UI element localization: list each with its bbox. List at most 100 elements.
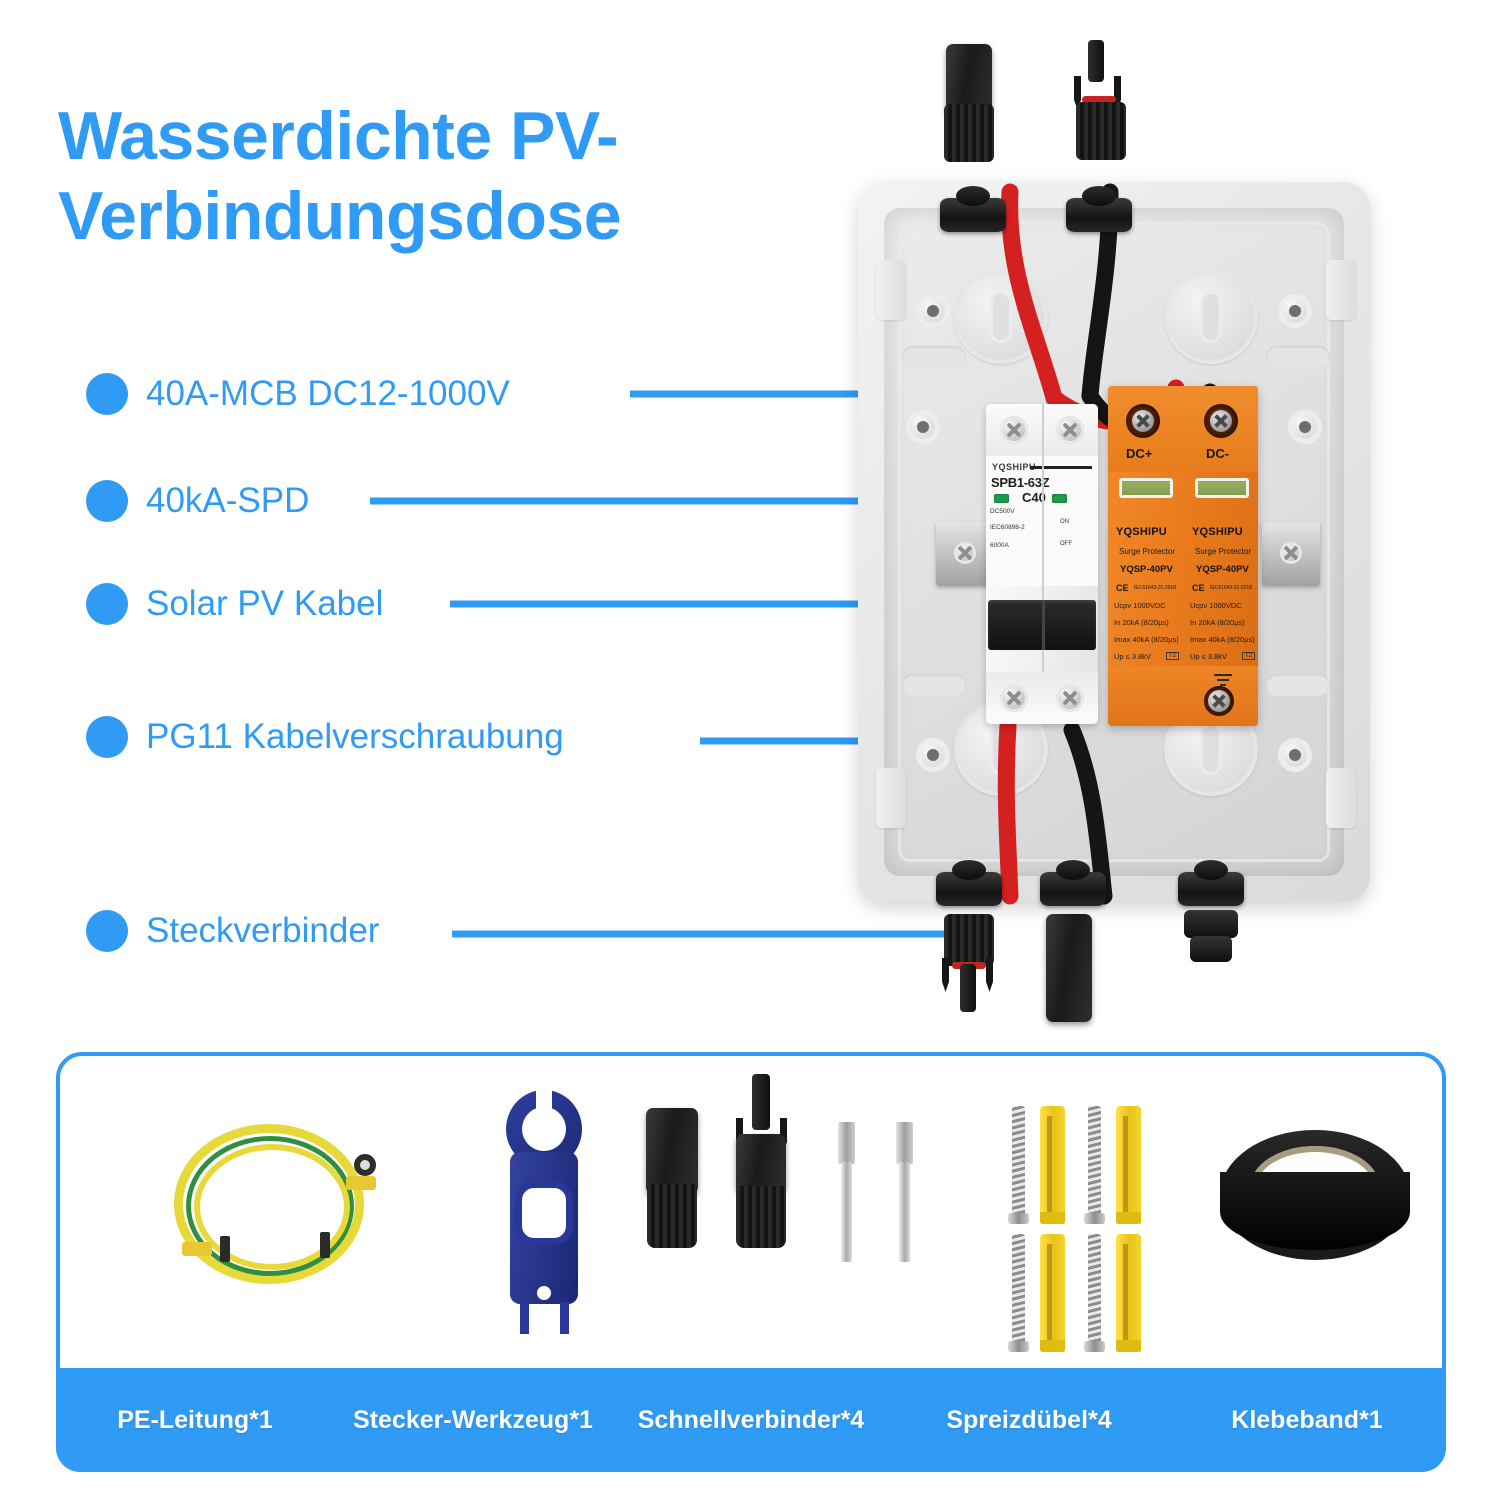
- spd-spec-in: In 20kA (8/20µs): [1114, 618, 1169, 627]
- mcb-circuit-breaker: YQSHIPU SPB1-63Z C40 DC500V IEC60898-2 6…: [986, 404, 1098, 724]
- mounting-boss: [1278, 294, 1312, 328]
- spd-type-label: Surge Protector: [1194, 547, 1252, 556]
- product-photo: YQSHIPU SPB1-63Z C40 DC500V IEC60898-2 6…: [840, 10, 1400, 1050]
- mcb-switch-on-label: ON: [1060, 519, 1069, 525]
- accessory-label-tool: Stecker-Werkzeug*1: [353, 1405, 593, 1434]
- spd-spec-imax: Imax 40kA (8/20µs): [1190, 635, 1255, 644]
- spd-spec-imax: Imax 40kA (8/20µs): [1114, 635, 1179, 644]
- pg11-gland-body: [1190, 936, 1232, 962]
- spd-pole-label-positive: DC+: [1126, 446, 1153, 461]
- spd-type-label: Surge Protector: [1118, 547, 1176, 556]
- page-title: Wasserdichte PV-Verbindungsdose: [58, 98, 622, 255]
- enclosure-slot: [902, 674, 966, 696]
- mounting-boss: [1278, 738, 1312, 772]
- callout-spd: 40kA-SPD: [86, 480, 309, 522]
- spd-brand-label: YQSHIPU: [1116, 526, 1167, 538]
- ring-terminal-icon: [354, 1154, 376, 1176]
- spd-ce-mark: CE: [1192, 583, 1205, 593]
- spd-class-badge: T2: [1166, 652, 1180, 660]
- mounting-boss: [906, 410, 940, 444]
- mcb-switch-off-label: OFF: [1060, 541, 1072, 547]
- mcb-model-label: SPB1-63Z: [991, 475, 1050, 490]
- mcb-terminal-screw: [1000, 684, 1028, 712]
- callout-label: 40A-MCB DC12-1000V: [146, 374, 510, 413]
- spd-standard-label: IEC61643-31:2018: [1210, 585, 1252, 591]
- mcb-spec-standard: IEC60898-2: [990, 524, 1025, 531]
- accessory-label-tape: Klebeband*1: [1231, 1405, 1383, 1434]
- callout-label: 40kA-SPD: [146, 481, 310, 520]
- cable-gland-bottom-left: [936, 872, 1002, 906]
- accessory-label-connectors: Schnellverbinder*4: [637, 1405, 865, 1434]
- mcb-status-led: [1052, 494, 1067, 503]
- spd-spec-ucpv: Ucpv 1000VDC: [1190, 601, 1242, 610]
- bullet-dot-icon: [86, 910, 128, 952]
- mounting-boss: [916, 294, 950, 328]
- mcb-terminal-screw: [1000, 416, 1028, 444]
- spd-spec-up: Up ≤ 3.8kV: [1114, 652, 1152, 661]
- cable-gland-bottom-center: [1040, 872, 1106, 906]
- bullet-dot-icon: [86, 373, 128, 415]
- mcb-spec-voltage: DC500V: [990, 508, 1015, 515]
- bullet-dot-icon: [86, 583, 128, 625]
- callout-cable: Solar PV Kabel: [86, 583, 383, 625]
- knockout-hole: [1164, 270, 1258, 364]
- enclosure-slot: [902, 346, 966, 368]
- cable-gland-bottom-right: [1178, 872, 1244, 906]
- enclosure-tab: [876, 260, 906, 320]
- accessory-label-anchors: Spreizdübel*4: [946, 1405, 1112, 1434]
- spd-status-window: [1195, 478, 1249, 498]
- mcb-status-led: [994, 494, 1009, 503]
- enclosure-slot: [1266, 346, 1330, 368]
- mcb-terminal-screw: [1056, 416, 1084, 444]
- callout-label: PG11 Kabelverschraubung: [146, 717, 564, 756]
- mcb-spec-breaking: 6000A: [990, 542, 1009, 549]
- accessory-label-pe-cable: PE-Leitung*1: [117, 1405, 273, 1434]
- spd-surge-protector: DC+ DC- YQSHIPU YQSHIPU Surge Protector …: [1108, 386, 1258, 726]
- enclosure-tab: [1326, 260, 1356, 320]
- spd-ce-mark: CE: [1116, 583, 1129, 593]
- mc4-spanner-icon: [500, 1088, 588, 1334]
- spd-spec-ucpv: Ucpv 1000VDC: [1114, 601, 1166, 610]
- spd-base: [1108, 666, 1258, 726]
- din-rail-end-right: [1262, 522, 1320, 586]
- callout-label: Solar PV Kabel: [146, 584, 384, 623]
- bullet-dot-icon: [86, 716, 128, 758]
- crimp-pin-icon: [896, 1122, 913, 1262]
- mounting-boss: [1288, 410, 1322, 444]
- pe-cable-coil-icon: [164, 1114, 394, 1304]
- enclosure-slot: [1266, 674, 1330, 696]
- callout-gland: PG11 Kabelverschraubung: [86, 716, 564, 758]
- callout-mcb: 40A-MCB DC12-1000V: [86, 373, 510, 415]
- callout-label: Steckverbinder: [146, 911, 380, 950]
- spd-spec-up: Up ≤ 3.8kV: [1190, 652, 1228, 661]
- spd-model-label: YQSP-40PV: [1196, 564, 1249, 575]
- spd-standard-label: IEC61643-31:2018: [1134, 585, 1176, 591]
- accessories-label-bar: PE-Leitung*1 Stecker-Werkzeug*1 Schnellv…: [56, 1368, 1446, 1472]
- junction-box-enclosure: YQSHIPU SPB1-63Z C40 DC500V IEC60898-2 6…: [858, 182, 1370, 905]
- accessories-items: [60, 1056, 1450, 1372]
- mcb-toggle-handle[interactable]: [988, 600, 1096, 650]
- spd-pole-label-negative: DC-: [1206, 446, 1230, 461]
- mounting-boss: [916, 738, 950, 772]
- enclosure-tab: [1326, 768, 1356, 828]
- crimp-pin-icon: [838, 1122, 855, 1262]
- wire-red-top: [1001, 183, 1063, 407]
- cable-gland-top-left: [940, 198, 1006, 232]
- enclosure-tab: [876, 768, 906, 828]
- callout-connector: Steckverbinder: [86, 910, 379, 952]
- bullet-dot-icon: [86, 480, 128, 522]
- spd-brand-label: YQSHIPU: [1192, 526, 1243, 538]
- tape-roll-icon: [1220, 1130, 1410, 1260]
- pg11-gland-nut: [1184, 910, 1238, 938]
- wire-red-bottom: [997, 717, 1019, 905]
- din-rail-end-left: [936, 522, 994, 586]
- spd-class-badge: T2: [1242, 652, 1256, 660]
- mcb-terminal-screw: [1056, 684, 1084, 712]
- mcb-brand-label: YQSHIPU: [992, 462, 1037, 472]
- spd-earth-terminal: [1204, 686, 1234, 716]
- cable-gland-top-right: [1066, 198, 1132, 232]
- spd-model-label: YQSP-40PV: [1120, 564, 1173, 575]
- earth-ground-icon: [1214, 674, 1232, 690]
- spd-terminal-dc-minus: [1204, 404, 1238, 438]
